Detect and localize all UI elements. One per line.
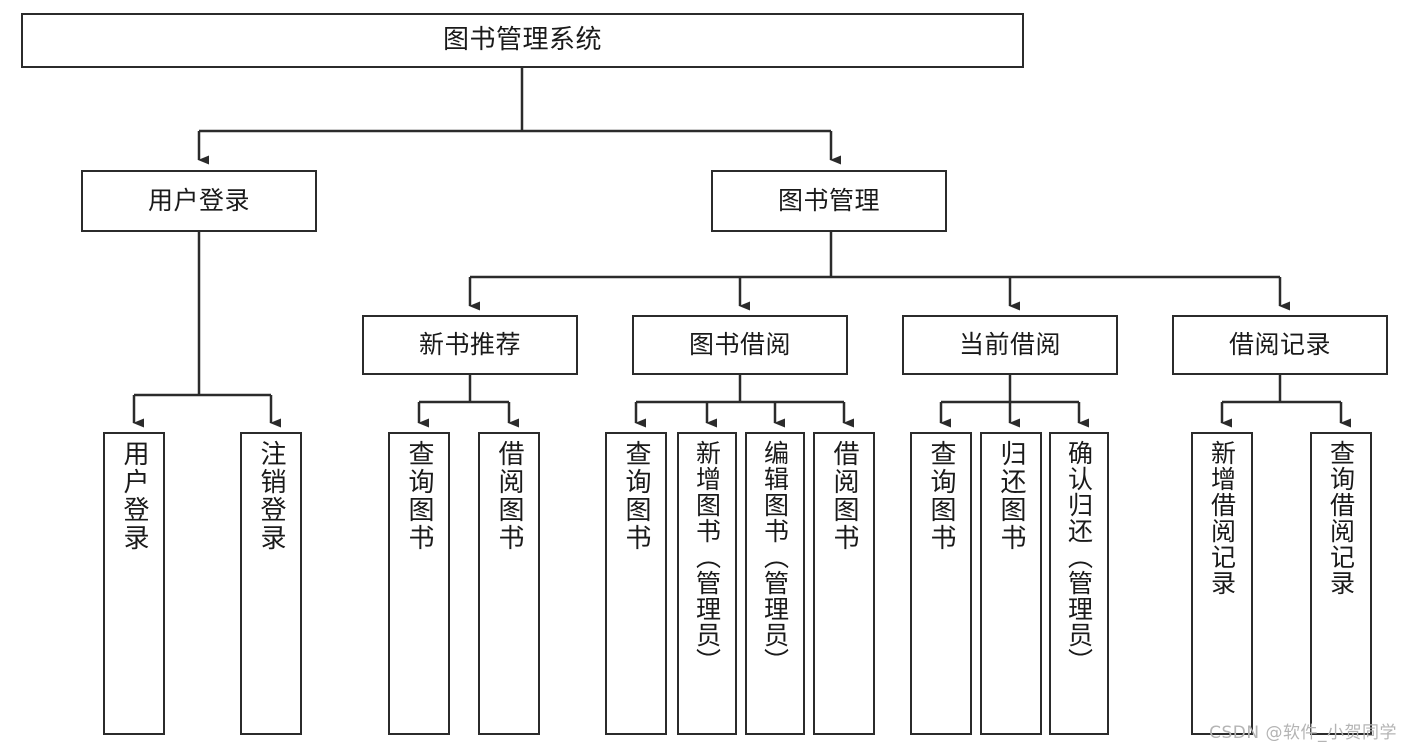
node-book-borrow-label: 图书借阅 xyxy=(688,329,791,359)
leaf-edit-book[interactable]: 编辑图书（管理员） xyxy=(745,432,805,735)
leaf-user-logout[interactable]: 注销登录 xyxy=(240,432,302,735)
node-book-manage-label: 图书管理 xyxy=(777,185,880,215)
leaf-query-book-2[interactable]: 查询图书 xyxy=(605,432,667,735)
leaf-return-book-label: 归还图书 xyxy=(996,440,1026,552)
leaf-user-logout-label: 注销登录 xyxy=(256,440,286,552)
node-current-borrow-label: 当前借阅 xyxy=(958,329,1061,359)
leaf-query-record[interactable]: 查询借阅记录 xyxy=(1310,432,1372,735)
leaf-add-book-label: 新增图书（管理员） xyxy=(692,440,722,674)
node-borrow-record[interactable]: 借阅记录 xyxy=(1172,315,1388,375)
leaf-add-record-label: 新增借阅记录 xyxy=(1207,440,1237,596)
leaf-user-login[interactable]: 用户登录 xyxy=(103,432,165,735)
leaf-query-book-1-label: 查询图书 xyxy=(404,440,434,552)
leaf-borrow-book-1[interactable]: 借阅图书 xyxy=(478,432,540,735)
node-book-manage[interactable]: 图书管理 xyxy=(711,170,947,232)
node-root[interactable]: 图书管理系统 xyxy=(21,13,1024,68)
leaf-query-book-3[interactable]: 查询图书 xyxy=(910,432,972,735)
node-current-borrow[interactable]: 当前借阅 xyxy=(902,315,1118,375)
leaf-return-book[interactable]: 归还图书 xyxy=(980,432,1042,735)
leaf-query-book-2-label: 查询图书 xyxy=(621,440,651,552)
node-new-book-rec[interactable]: 新书推荐 xyxy=(362,315,578,375)
leaf-add-book[interactable]: 新增图书（管理员） xyxy=(677,432,737,735)
node-book-borrow[interactable]: 图书借阅 xyxy=(632,315,848,375)
leaf-borrow-book-2[interactable]: 借阅图书 xyxy=(813,432,875,735)
leaf-query-book-3-label: 查询图书 xyxy=(926,440,956,552)
leaf-borrow-book-2-label: 借阅图书 xyxy=(829,440,859,552)
node-user-login[interactable]: 用户登录 xyxy=(81,170,317,232)
leaf-confirm-return-label: 确认归还（管理员） xyxy=(1064,440,1094,674)
node-borrow-record-label: 借阅记录 xyxy=(1228,329,1331,359)
node-root-label: 图书管理系统 xyxy=(442,24,602,55)
leaf-user-login-label: 用户登录 xyxy=(119,440,149,552)
node-user-login-label: 用户登录 xyxy=(147,185,250,215)
leaf-add-record[interactable]: 新增借阅记录 xyxy=(1191,432,1253,735)
leaf-edit-book-label: 编辑图书（管理员） xyxy=(760,440,790,674)
watermark: CSDN @软件_小贺同学 xyxy=(1209,723,1397,743)
leaf-confirm-return[interactable]: 确认归还（管理员） xyxy=(1049,432,1109,735)
node-new-book-rec-label: 新书推荐 xyxy=(418,329,521,359)
leaf-query-record-label: 查询借阅记录 xyxy=(1326,440,1356,596)
leaf-query-book-1[interactable]: 查询图书 xyxy=(388,432,450,735)
leaf-borrow-book-1-label: 借阅图书 xyxy=(494,440,524,552)
